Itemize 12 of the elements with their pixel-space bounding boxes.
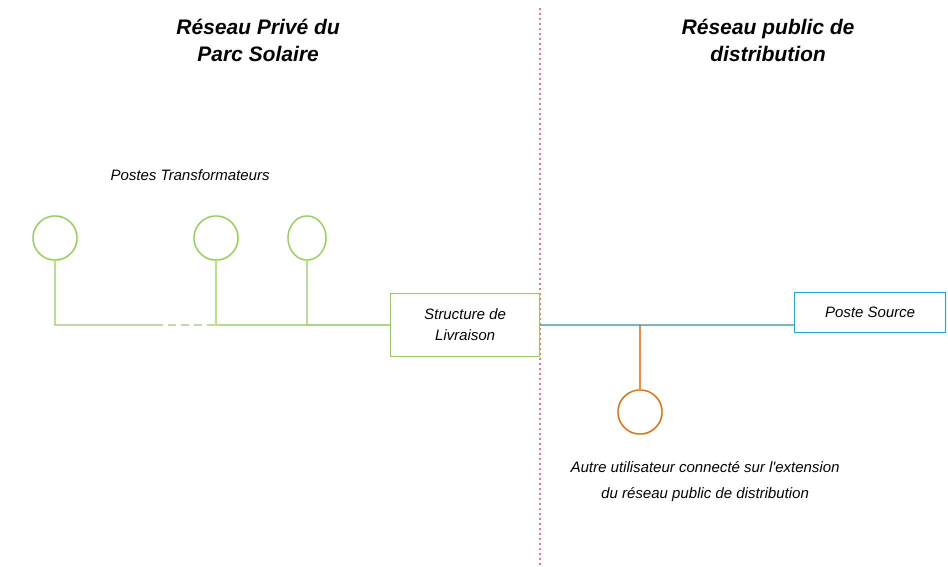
group-label: Postes Transformateurs [110,166,270,186]
node-caption: Autre utilisateur connecté sur l'extension du réseau public de distribution [570,458,840,504]
station-box: Poste Source [794,292,946,333]
transformer-circle [617,389,663,435]
transformer-circle [32,215,78,261]
connector-line [306,261,390,326]
section-heading: Réseau Privé du Parc Solaire [175,15,341,68]
station-box: Structure de Livraison [390,293,540,357]
transformer-circle [287,215,327,261]
transformer-circle [193,215,239,261]
connector-line [540,324,794,326]
section-heading: Réseau public de distribution [680,15,856,68]
